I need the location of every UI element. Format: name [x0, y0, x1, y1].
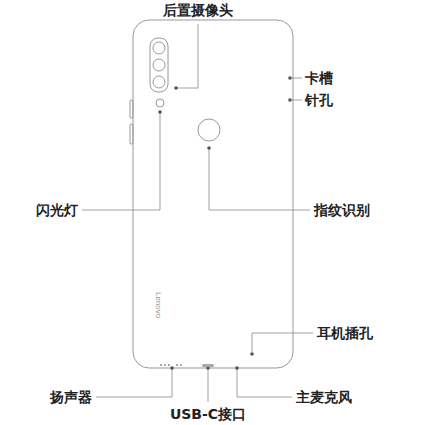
fingerprint-sensor	[198, 119, 220, 141]
leader-line	[292, 100, 302, 101]
leader-dot	[235, 366, 239, 370]
leader-dot	[250, 352, 254, 356]
speaker-hole	[176, 364, 178, 366]
volume-button	[130, 100, 133, 118]
speaker-hole	[168, 364, 170, 366]
leader-line	[237, 368, 292, 397]
leader-dot	[207, 146, 211, 150]
leader-dot	[288, 98, 292, 102]
speaker-hole	[160, 364, 162, 366]
speaker-hole	[180, 364, 182, 366]
camera-module	[150, 38, 168, 92]
leader-line	[209, 148, 310, 210]
part-label: 扬声器	[50, 389, 92, 406]
part-label: 耳机插孔	[317, 325, 373, 342]
leader-dot	[170, 366, 174, 370]
part-label: USB-C接口	[170, 406, 246, 423]
usb-c-port	[202, 364, 214, 367]
brand-logo: Lenovo	[154, 292, 163, 318]
leader-line	[252, 333, 313, 352]
power-button	[130, 124, 133, 144]
part-label: 指纹识别	[314, 202, 370, 219]
leader-line	[96, 368, 172, 397]
part-label: 针孔	[305, 92, 333, 109]
flash	[156, 99, 164, 107]
speaker-hole	[164, 364, 166, 366]
part-label: 闪光灯	[36, 202, 78, 219]
phone-body	[133, 20, 293, 368]
leader-dot	[174, 86, 178, 90]
part-label: 卡槽	[305, 70, 333, 87]
camera-lens	[153, 42, 165, 54]
camera-lens	[153, 76, 165, 88]
part-label: 主麦克风	[296, 389, 352, 406]
leader-dot	[158, 110, 162, 114]
camera-lens	[153, 59, 165, 71]
part-label: 后置摄像头	[163, 2, 233, 19]
leader-dot	[288, 76, 292, 80]
leader-line	[292, 78, 302, 79]
leader-line	[82, 112, 160, 210]
leader-line	[208, 368, 209, 402]
leader-line	[176, 24, 198, 88]
